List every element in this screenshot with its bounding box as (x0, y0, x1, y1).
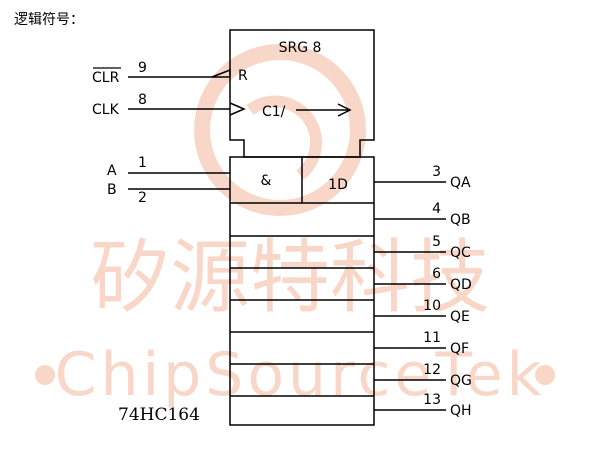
watermark-cn-text: 矽源特科技 (90, 231, 490, 324)
watermark-logo-ring (194, 44, 366, 216)
b-pin-number: 2 (138, 190, 147, 206)
data-label: 1D (328, 177, 348, 193)
qa-pin-number: 3 (432, 164, 441, 180)
reset-label: R (238, 68, 248, 84)
qe-signal-label: QE (450, 309, 470, 325)
qg-signal-label: QG (450, 373, 472, 389)
register-stack (229, 156, 375, 426)
qf-pin-number: 11 (423, 330, 441, 346)
qc-pin-number: 5 (432, 234, 441, 250)
qd-pin-number: 6 (432, 266, 441, 282)
watermark-en-text: ChipSourceTek (55, 340, 546, 410)
clr-input-line (128, 68, 231, 78)
clock-label: C1/ (262, 104, 286, 120)
qh-signal-label: QH (450, 403, 472, 419)
block-title: SRG 8 (279, 40, 322, 56)
heading: 逻辑符号： (14, 12, 84, 28)
qc-signal-label: QC (450, 245, 471, 261)
watermark-logo-arc (246, 95, 322, 180)
watermark-dot-right (535, 365, 555, 385)
qg-pin-number: 12 (423, 362, 441, 378)
output-lines (374, 181, 446, 411)
a-pin-number: 1 (138, 155, 147, 171)
clk-pin-number: 8 (138, 92, 147, 108)
qa-signal-label: QA (450, 175, 471, 191)
qf-signal-label: QF (450, 341, 469, 357)
clock-arrow (296, 103, 352, 117)
b-signal-label: B (107, 182, 117, 198)
clk-signal-label: CLK (92, 102, 120, 118)
clr-signal-label: CLR (92, 70, 120, 86)
clr-pin-number: 9 (138, 60, 147, 76)
chip-name: 74HC164 (118, 405, 200, 425)
qd-signal-label: QD (450, 277, 472, 293)
qb-pin-number: 4 (432, 201, 441, 217)
watermark: 矽源特科技 ChipSourceTek (35, 44, 555, 410)
qh-pin-number: 13 (423, 392, 441, 408)
a-signal-label: A (107, 163, 117, 179)
watermark-dot-left (35, 365, 55, 385)
clk-input-line (128, 102, 246, 116)
and-label: & (261, 173, 272, 189)
qe-pin-number: 10 (423, 298, 441, 314)
qb-signal-label: QB (450, 212, 471, 228)
